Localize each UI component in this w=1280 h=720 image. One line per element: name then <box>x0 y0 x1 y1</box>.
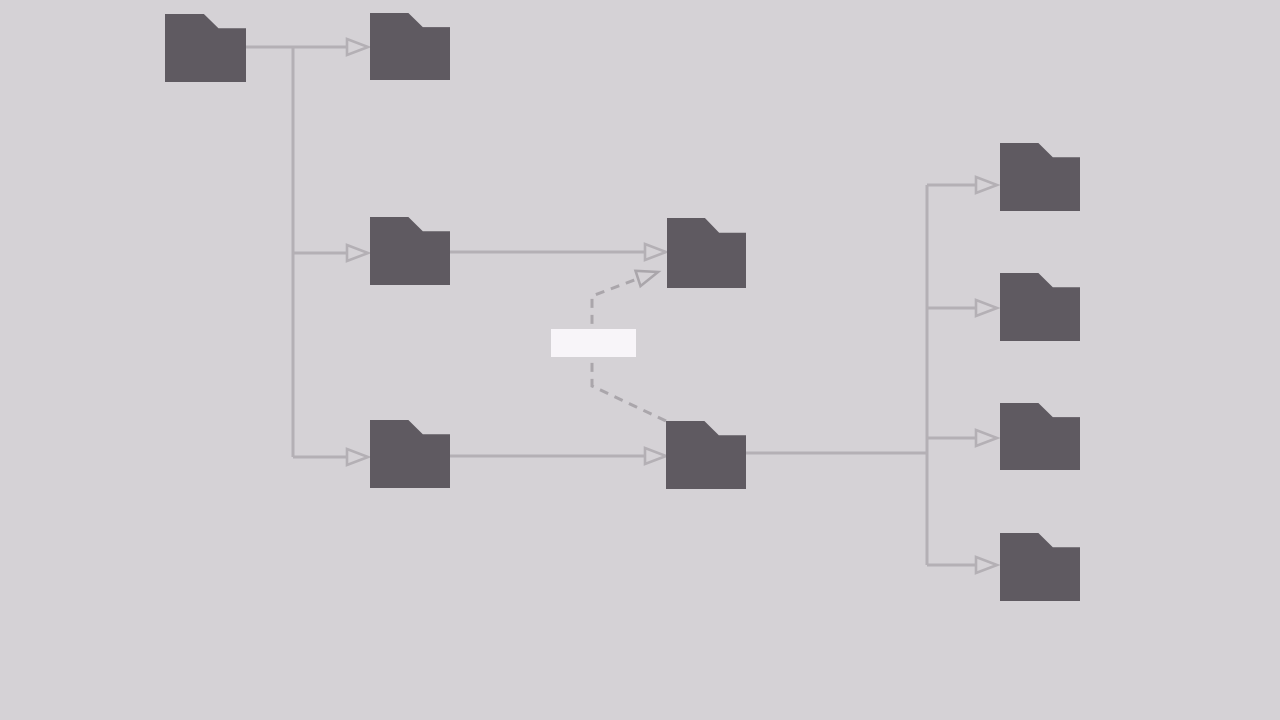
folder-node-root[interactable] <box>165 14 246 82</box>
folder-node-right-4[interactable] <box>1000 533 1080 601</box>
folder-node-right-3[interactable] <box>1000 403 1080 470</box>
connector-trunk-to-mid-left-open-arrowhead-icon <box>345 243 372 263</box>
connector-trunk-to-bottom-left-open-arrowhead-icon <box>345 447 372 467</box>
connector-trunk-to-right-2-open-arrowhead-icon <box>974 298 1001 318</box>
connector-layer <box>246 37 1001 575</box>
edge-label[interactable] <box>551 329 636 357</box>
label-layer <box>551 329 636 357</box>
connector-trunk-to-right-3-open-arrowhead-icon <box>974 428 1001 448</box>
folder-node-right-1[interactable] <box>1000 143 1080 211</box>
folder-node-bottom-left[interactable] <box>370 420 450 488</box>
node-layer <box>165 13 1080 601</box>
connector-bottom-center-to-mid-center <box>590 277 667 423</box>
folder-node-bottom-center[interactable] <box>666 421 746 489</box>
connector-root-to-top-open-arrowhead-icon <box>345 37 372 57</box>
connector-bottom-left-to-bottom-center-open-arrowhead-icon <box>643 446 670 466</box>
connector-mid-left-to-mid-center-open-arrowhead-icon <box>643 242 670 262</box>
connector-trunk-to-right-4-open-arrowhead-icon <box>974 555 1001 575</box>
folder-node-top[interactable] <box>370 13 450 80</box>
folder-node-right-2[interactable] <box>1000 273 1080 341</box>
connector-trunk-to-right-1-open-arrowhead-icon <box>974 175 1001 195</box>
folder-node-mid-center[interactable] <box>667 218 746 288</box>
connector-bottom-center-to-mid-center-open-arrowhead-icon <box>633 269 662 289</box>
folder-node-mid-left[interactable] <box>370 217 450 285</box>
